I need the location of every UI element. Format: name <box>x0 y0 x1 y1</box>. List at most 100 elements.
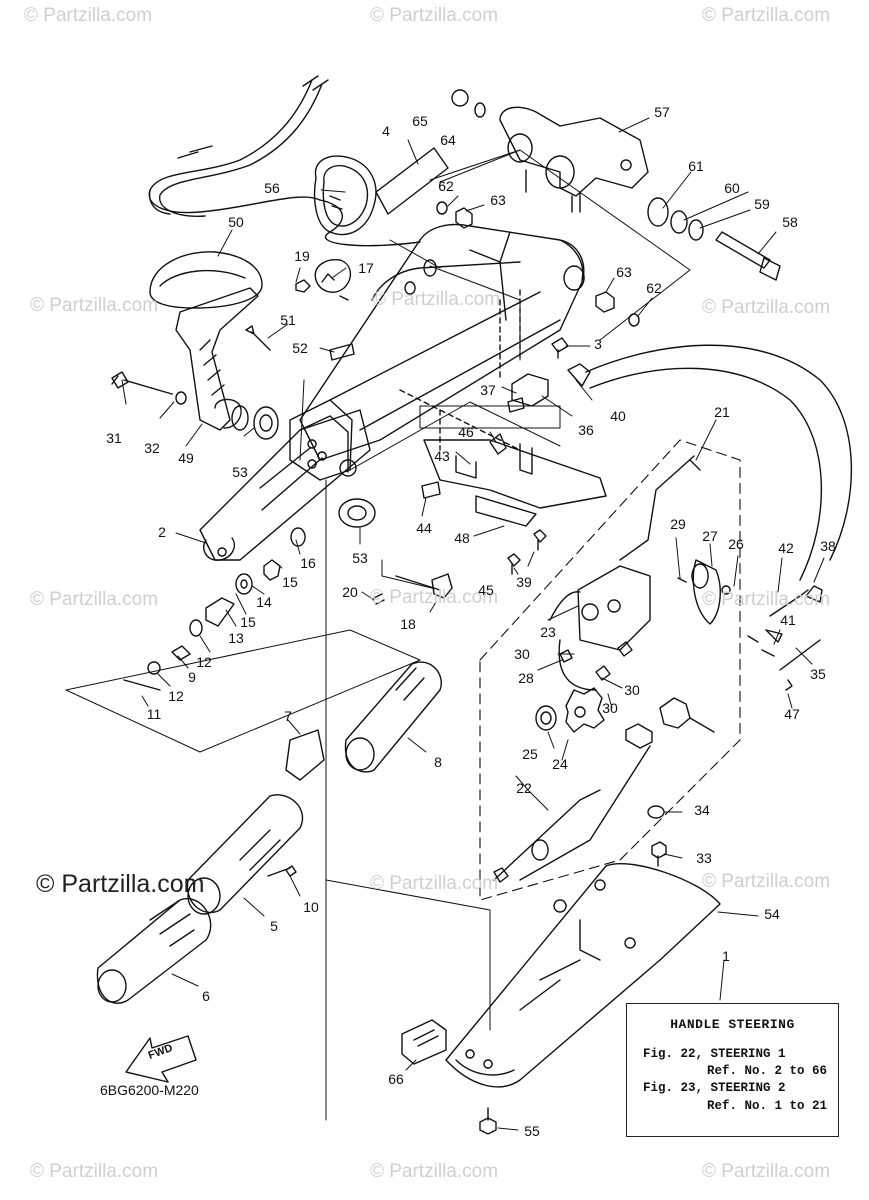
callout-11: 11 <box>146 706 162 722</box>
callout-62: 62 <box>646 280 662 296</box>
throttle-lever <box>149 251 263 431</box>
callout-29: 29 <box>670 516 686 532</box>
callout-12: 12 <box>168 688 184 704</box>
callout-30: 30 <box>602 700 618 716</box>
callout-56: 56 <box>264 180 280 196</box>
callout-19: 19 <box>294 248 310 264</box>
callout-45: 45 <box>478 582 494 598</box>
watermark-text: © Partzilla.com <box>24 5 153 26</box>
callout-38: 38 <box>820 538 836 554</box>
bottom-bracket-54 <box>445 862 721 1088</box>
callout-50: 50 <box>228 214 244 230</box>
callout-60: 60 <box>724 180 740 196</box>
callout-13: 13 <box>228 630 244 646</box>
callout-32: 32 <box>144 440 160 456</box>
grip-cover-6 <box>96 897 212 1004</box>
callout-47: 47 <box>784 706 800 722</box>
callout-12: 12 <box>196 654 212 670</box>
callout-34: 34 <box>694 802 710 818</box>
callout-15: 15 <box>240 614 256 630</box>
callout-36: 36 <box>578 422 594 438</box>
watermark-text: © Partzilla.com <box>30 295 159 316</box>
callout-64: 64 <box>440 132 456 148</box>
watermark-text: © Partzilla.com <box>370 873 499 894</box>
group-21-frame <box>479 439 741 901</box>
watermark-text: © Partzilla.com <box>702 589 831 610</box>
control-cables-right <box>585 344 853 581</box>
callout-24: 24 <box>552 756 568 772</box>
washer-34 <box>647 805 665 819</box>
watermark-text: © Partzilla.com <box>702 297 831 318</box>
bushing-53a <box>231 405 279 440</box>
callout-62: 62 <box>438 178 454 194</box>
pinion-assembly <box>519 697 715 881</box>
reference-line: Fig. 22, STEERING 1 <box>643 1047 786 1061</box>
callout-6: 6 <box>202 988 210 1004</box>
fwd-arrow <box>125 1035 197 1083</box>
pin-20 <box>373 593 385 605</box>
callout-8: 8 <box>434 754 442 770</box>
callout-42: 42 <box>778 540 794 556</box>
grip-8 <box>344 661 442 773</box>
cable-end-35 <box>779 639 821 671</box>
callout-57: 57 <box>654 104 670 120</box>
callout-63: 63 <box>490 192 506 208</box>
shift-rod-22 <box>493 789 601 883</box>
knob-17 <box>314 259 351 301</box>
watermark-text: © Partzilla.com <box>702 1161 831 1182</box>
washer-64 <box>474 102 486 118</box>
callout-52: 52 <box>292 340 308 356</box>
bushing-61 <box>647 197 669 227</box>
callout-59: 59 <box>754 196 770 212</box>
callout-20: 20 <box>342 584 358 600</box>
pad-37 <box>507 397 525 413</box>
bracket-57 <box>499 106 649 213</box>
callout-1: 1 <box>722 948 730 964</box>
callout-27: 27 <box>702 528 718 544</box>
washer-25 <box>535 705 557 731</box>
pad-44 <box>421 481 441 499</box>
screw-10 <box>267 865 297 877</box>
callout-39: 39 <box>516 574 532 590</box>
callout-21: 21 <box>714 404 730 420</box>
callout-53: 53 <box>232 464 248 480</box>
steering-assembly <box>549 455 731 691</box>
callout-54: 54 <box>764 906 780 922</box>
callout-66: 66 <box>388 1071 404 1087</box>
callout-15: 15 <box>282 574 298 590</box>
callout-18: 18 <box>400 616 416 632</box>
callout-7: 7 <box>284 708 292 724</box>
callout-16: 16 <box>300 555 316 571</box>
clip-38 <box>805 585 823 603</box>
bushing-63b <box>595 291 615 313</box>
callout-30: 30 <box>624 682 640 698</box>
sheet-7 <box>285 729 325 781</box>
callout-25: 25 <box>522 746 538 762</box>
callout-22: 22 <box>516 780 532 796</box>
cable-bracket-assembly <box>419 363 607 527</box>
nut-19 <box>295 279 311 293</box>
callout-23: 23 <box>540 624 556 640</box>
cable-end-42 <box>769 589 809 617</box>
callout-51: 51 <box>280 312 296 328</box>
callout-14: 14 <box>256 594 272 610</box>
washer-32 <box>175 391 187 405</box>
callout-53: 53 <box>352 550 368 566</box>
callout-5: 5 <box>270 918 278 934</box>
callout-65: 65 <box>412 113 428 129</box>
bolt-58 <box>715 231 781 281</box>
pin-47 <box>785 679 793 691</box>
bolt-31 <box>111 371 173 395</box>
screw-51 <box>245 325 271 351</box>
tiller-handle-body <box>299 223 585 461</box>
reference-box-title: HANDLE STEERING <box>670 1017 795 1032</box>
watermark-text: © Partzilla.com <box>702 871 831 892</box>
tiller-arm <box>199 399 371 561</box>
callout-2: 2 <box>158 524 166 540</box>
callout-26: 26 <box>728 536 744 552</box>
washer-62a <box>436 201 448 215</box>
gear-24 <box>565 687 605 733</box>
clip-3 <box>551 337 569 359</box>
watermark-text: © Partzilla.com <box>370 587 499 608</box>
